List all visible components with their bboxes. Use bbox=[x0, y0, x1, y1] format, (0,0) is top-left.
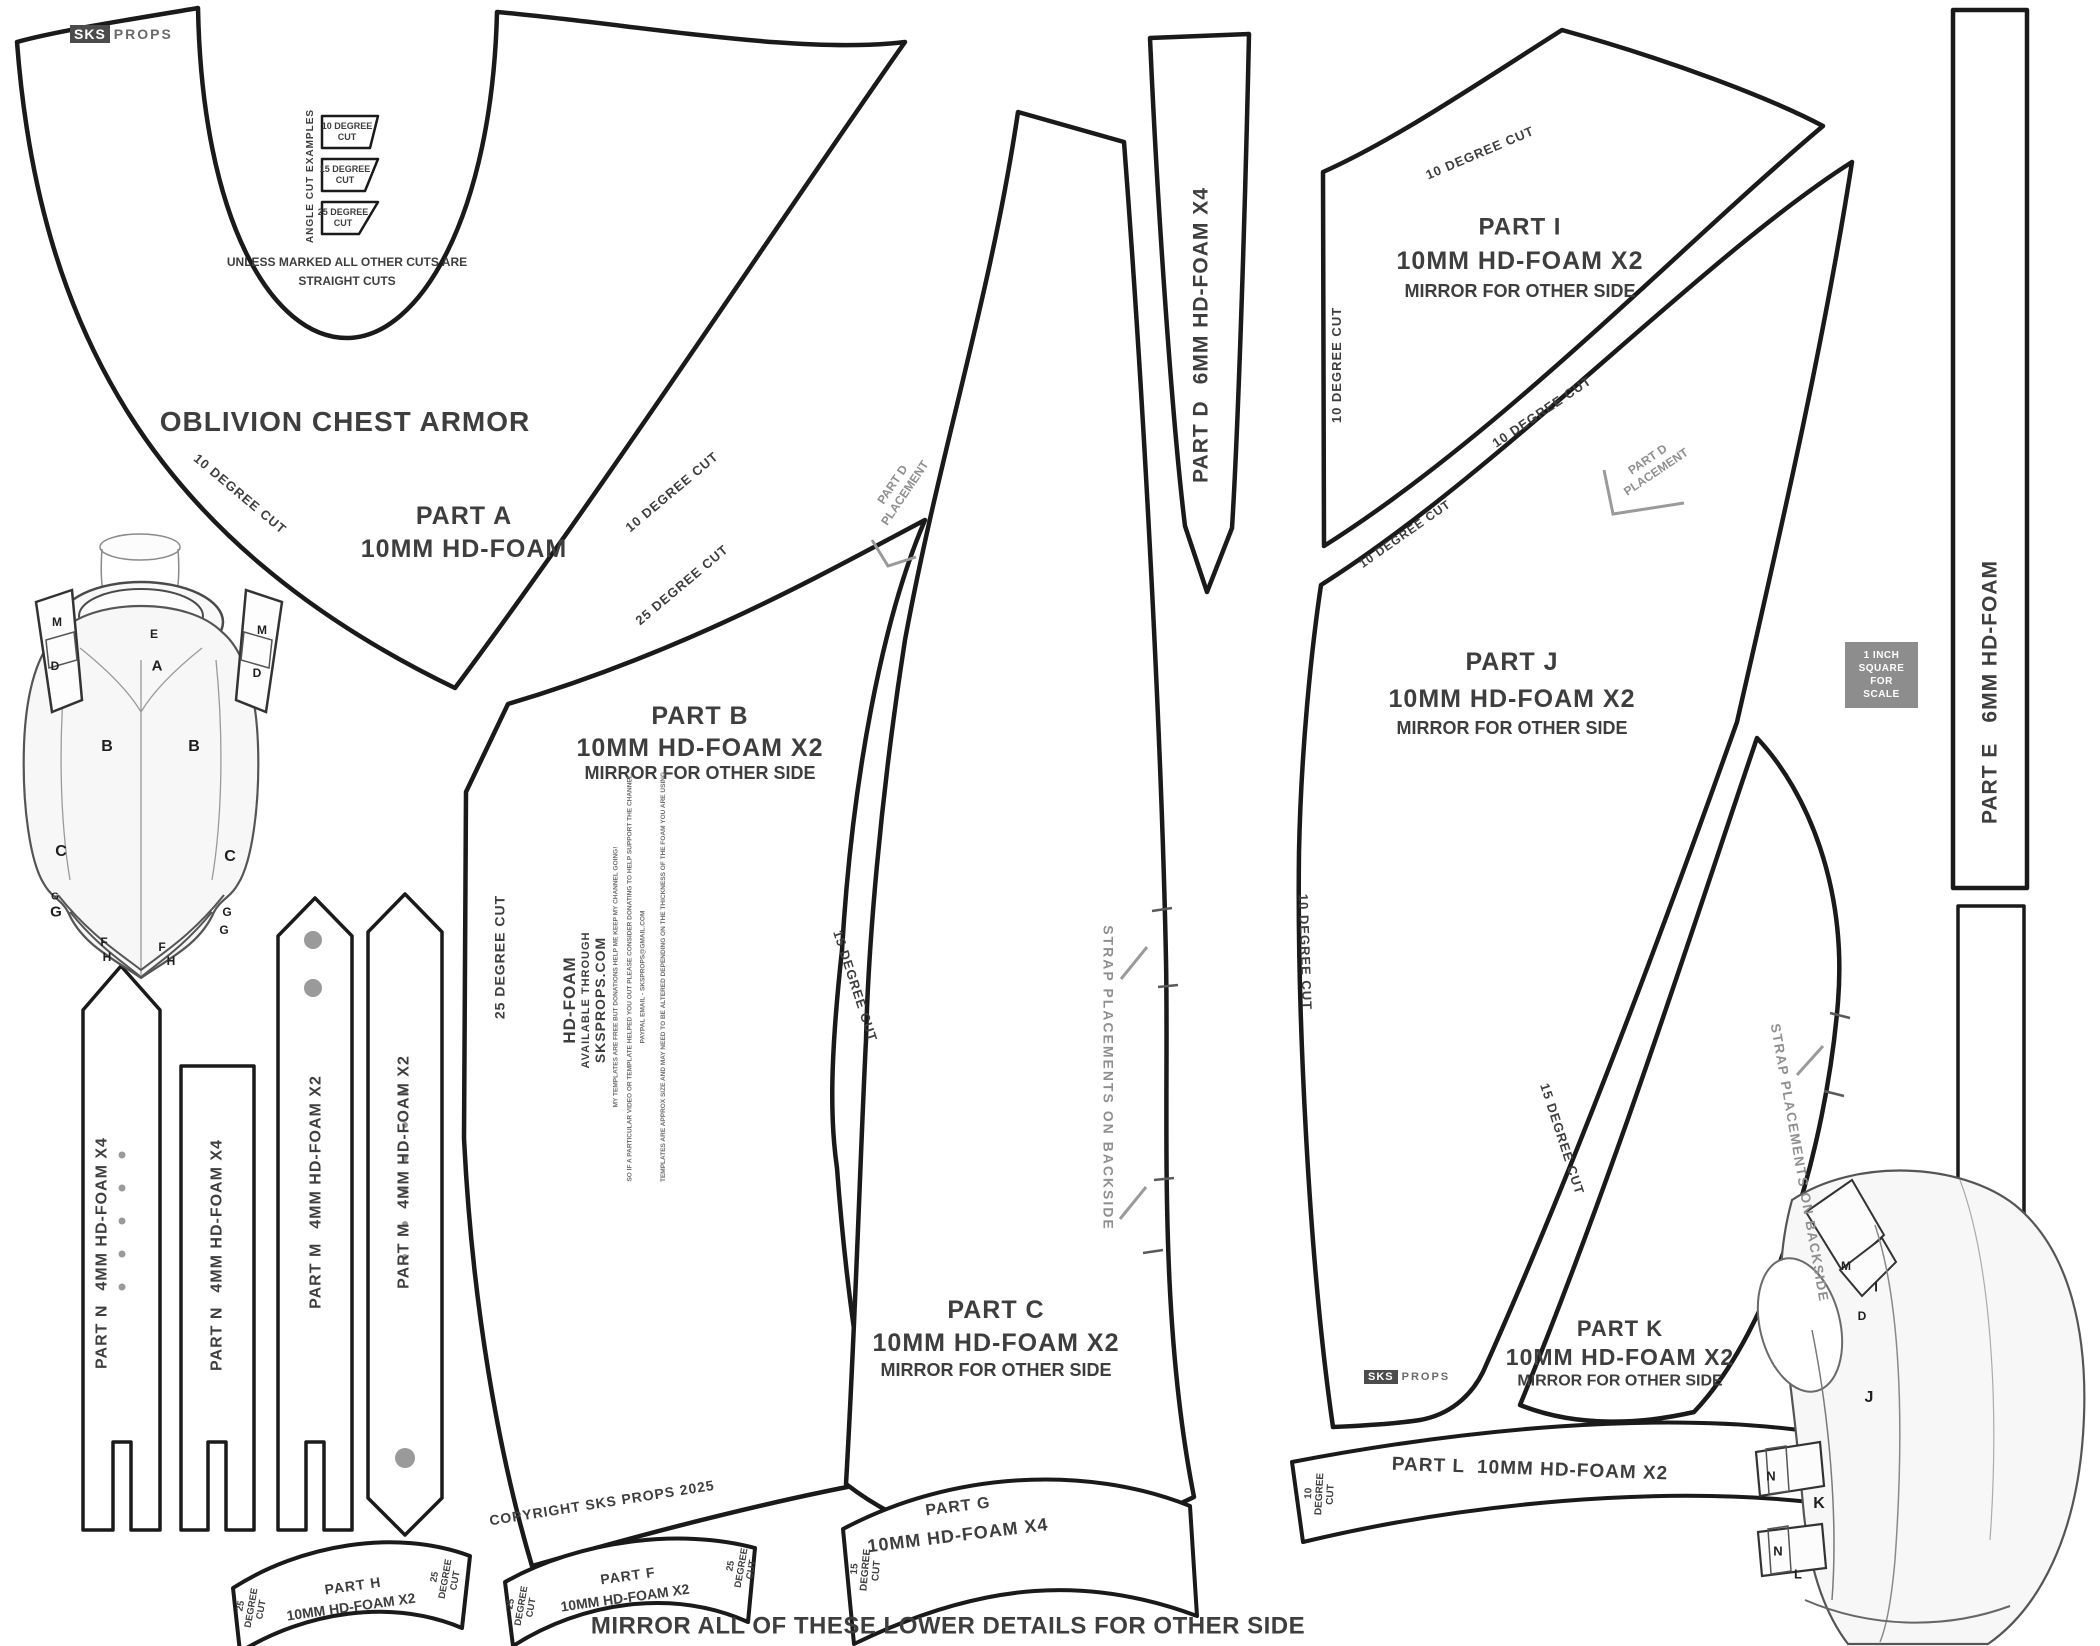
front-label-b-left: B bbox=[101, 738, 113, 755]
angle-example-10 bbox=[320, 114, 380, 150]
front-label-b-right: B bbox=[188, 738, 200, 755]
part-i-outline bbox=[1320, 27, 1826, 549]
part-g-outline bbox=[841, 1477, 1199, 1646]
rivet-dots bbox=[118, 931, 415, 1468]
back-label-k: K bbox=[1813, 1495, 1825, 1512]
part-h-outline bbox=[231, 1540, 472, 1646]
part-j-spec: 10MM HD-FOAM X2 bbox=[1388, 685, 1636, 713]
back-label-i: I bbox=[1874, 1279, 1878, 1295]
cuts-note-line1: UNLESS MARKED ALL OTHER CUTS ARE bbox=[226, 254, 468, 269]
front-label-f-left: F bbox=[100, 935, 108, 949]
part-m2-label: PART M4MM HD-FOAM X2 bbox=[395, 1055, 413, 1289]
front-label-f-right: F bbox=[158, 940, 166, 954]
sks-props-logo: SKS PROPS bbox=[70, 25, 173, 43]
part-i-label: PART I bbox=[1478, 213, 1562, 241]
scale-square: 1 INCH SQUARE FOR SCALE bbox=[1845, 642, 1918, 708]
front-label-c-right: C bbox=[224, 848, 236, 865]
back-label-j: J bbox=[1864, 1389, 1874, 1406]
front-label-g2: G bbox=[50, 903, 62, 921]
part-k-mirror: MIRROR FOR OTHER SIDE bbox=[1517, 1372, 1723, 1390]
sks-props-logo-small: SKS PROPS bbox=[1364, 1370, 1450, 1384]
front-label-a: A bbox=[151, 657, 163, 675]
front-label-m-right: M bbox=[257, 623, 267, 637]
part-c-spec: 10MM HD-FOAM X2 bbox=[872, 1329, 1120, 1357]
part-b-outline bbox=[461, 517, 928, 1569]
front-label-d-left: D bbox=[50, 659, 60, 673]
part-c-strap-pointers bbox=[1118, 946, 1149, 1220]
template-size-note: TEMPLATES ARE APPROX SIZE AND MAY NEED T… bbox=[660, 771, 668, 1183]
angle-cut-examples-heading: ANGLE CUT EXAMPLES bbox=[305, 108, 316, 244]
angle-example-25 bbox=[320, 200, 380, 236]
part-i-mirror: MIRROR FOR OTHER SIDE bbox=[1404, 281, 1636, 302]
part-i-left-cut-label: 10 DEGREE CUT bbox=[1329, 306, 1345, 424]
part-n1-label: PART N4MM HD-FOAM X4 bbox=[93, 1137, 111, 1369]
back-label-d: D bbox=[1857, 1309, 1867, 1323]
part-e-outline bbox=[1950, 7, 2030, 891]
part-d-outline bbox=[1147, 31, 1252, 595]
part-c-strap-note: STRAP PLACEMENTS ON BACKSIDE bbox=[1100, 925, 1117, 1231]
part-k-label: PART K bbox=[1576, 1315, 1664, 1341]
front-label-d-right: D bbox=[252, 666, 262, 680]
part-j-label: PART J bbox=[1465, 648, 1559, 676]
part-l-outline bbox=[1290, 1420, 1812, 1544]
front-view-illustration bbox=[22, 533, 284, 980]
cuts-note-line2: STRAIGHT CUTS bbox=[298, 273, 396, 288]
part-i-spec: 10MM HD-FOAM X2 bbox=[1396, 247, 1644, 275]
front-label-m-left: M bbox=[52, 615, 62, 629]
part-n2-outline bbox=[179, 1064, 256, 1532]
part-c-mirror: MIRROR FOR OTHER SIDE bbox=[880, 1360, 1112, 1381]
front-label-g4: G bbox=[219, 923, 229, 937]
back-view-illustration bbox=[1754, 1169, 2086, 1646]
sks-logo-icon: SKS bbox=[70, 25, 110, 43]
part-c-label: PART C bbox=[947, 1296, 1045, 1324]
part-c-strap-ticks bbox=[1142, 906, 1179, 1255]
part-d-label-block: PART D6MM HD-FOAM X4 bbox=[1189, 187, 1213, 483]
bottom-mirror-note: MIRROR ALL OF THESE LOWER DETAILS FOR OT… bbox=[590, 1612, 1306, 1640]
part-e-label-block: PART E6MM HD-FOAM bbox=[1978, 559, 2002, 825]
part-a-outline bbox=[14, 5, 908, 691]
back-label-n1: N bbox=[1766, 1468, 1776, 1484]
front-label-c-left: C bbox=[55, 843, 67, 860]
part-n1-outline bbox=[81, 964, 162, 1532]
angle-example-15 bbox=[320, 157, 380, 193]
part-d-placement-bracket-i bbox=[1602, 469, 1685, 516]
part-a-spec: 10MM HD-FOAM bbox=[360, 535, 568, 563]
part-b-label: PART B bbox=[651, 702, 749, 730]
front-label-h-left: H bbox=[102, 950, 112, 964]
part-b-mirror: MIRROR FOR OTHER SIDE bbox=[584, 763, 816, 784]
front-label-g3: G bbox=[222, 905, 232, 919]
back-label-n2: N bbox=[1773, 1543, 1783, 1559]
part-b-spec: 10MM HD-FOAM X2 bbox=[576, 734, 824, 762]
part-j-outline bbox=[1296, 159, 1855, 1430]
part-m2-outline bbox=[366, 892, 444, 1537]
part-k-outline bbox=[1517, 735, 1842, 1424]
back-label-m: M bbox=[1841, 1259, 1851, 1273]
part-b-left-cut-label: 25 DEGREE CUT bbox=[491, 894, 508, 1020]
part-j-mirror: MIRROR FOR OTHER SIDE bbox=[1396, 718, 1628, 739]
sks-logo-icon: SKS bbox=[1364, 1370, 1398, 1384]
part-f-outline bbox=[503, 1536, 757, 1646]
front-label-g1: G bbox=[51, 891, 59, 903]
front-label-e: E bbox=[149, 627, 159, 641]
part-k-spec: 10MM HD-FOAM X2 bbox=[1505, 1344, 1735, 1371]
part-a-label: PART A bbox=[415, 502, 513, 530]
hd-foam-promo: HD-FOAM AVAILABLE THROUGH SKSPROPS.COM bbox=[560, 931, 608, 1069]
part-m1-outline bbox=[276, 896, 354, 1532]
front-label-h-right: H bbox=[166, 954, 176, 968]
page-title: OBLIVION CHEST ARMOR bbox=[159, 406, 531, 438]
donation-note: MY TEMPLATES ARE FREE BUT DONATIONS HELP… bbox=[612, 772, 647, 1182]
part-n2-label: PART N4MM HD-FOAM X4 bbox=[208, 1139, 226, 1371]
part-m1-label: PART M4MM HD-FOAM X2 bbox=[307, 1075, 325, 1309]
part-d-placement-bracket-a bbox=[870, 539, 917, 568]
back-label-l: L bbox=[1794, 1566, 1802, 1582]
